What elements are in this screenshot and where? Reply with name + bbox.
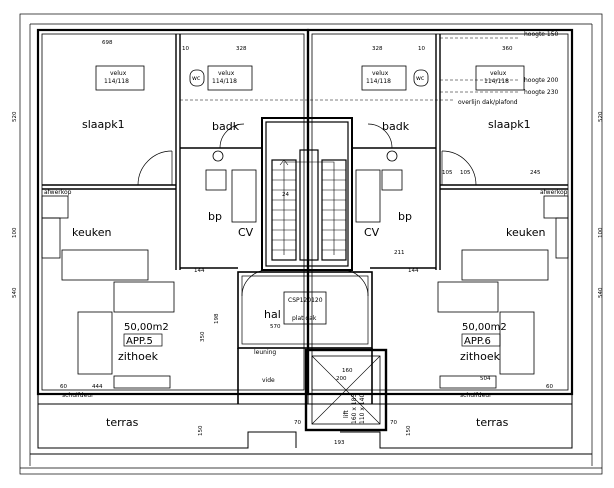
dim-right-2: 100 [598, 227, 604, 238]
room-label-zithoek-app5: zithoek [118, 350, 159, 363]
dim-144-right: 144 [408, 268, 419, 274]
room-label-cv-app5: CV [238, 226, 254, 239]
dim-245: 245 [530, 170, 541, 176]
terrace-walls [30, 393, 592, 455]
dim-left-1: 520 [12, 111, 18, 122]
velux-label-3: velux [372, 70, 389, 77]
afwerkop-label-app6: afwerkop [540, 189, 568, 196]
room-label-keuken-app6: keuken [506, 226, 545, 239]
room-label-slaapk-app6: slaapk1 [488, 118, 531, 131]
schuifdeur-label-app5: schuifdeur [62, 392, 94, 399]
height-label-2: hoogte 200 [524, 77, 559, 84]
lift-shaft [304, 348, 388, 432]
velux-label-4: velux [490, 70, 507, 77]
stair-treads [272, 159, 346, 255]
fixtures [41, 69, 569, 389]
dim-top-l3: 328 [236, 46, 247, 52]
hall-label: hal [264, 308, 281, 321]
dim-570: 570 [270, 324, 281, 330]
dim-top-l2: 10 [182, 46, 189, 52]
room-label-badk-app5: badk [212, 120, 240, 133]
dim-70-a: 70 [294, 420, 301, 426]
lift-size-label: 160 x 185 [351, 394, 358, 424]
schuifdeur-label-app6: schuifdeur [460, 392, 492, 399]
dim-right-1: 520 [598, 111, 604, 122]
afwerkop-label-app5: afwerkop [44, 189, 72, 196]
app-label-app6: APP.6 [464, 336, 491, 347]
dim-200: 200 [336, 376, 347, 382]
app-tag-box-app6 [461, 333, 501, 347]
dim-193: 193 [334, 440, 345, 446]
height-label-1: hoogte 150 [524, 31, 559, 38]
room-label-terras-app5: terras [106, 416, 139, 429]
door-swings [137, 123, 477, 297]
dim-60-right: 60 [546, 384, 553, 390]
area-label-app6: 50,00m2 [462, 322, 507, 333]
dim-24: 24 [282, 192, 289, 198]
dim-150-left: 150 [198, 425, 204, 436]
dim-144-left: 144 [194, 268, 205, 274]
dim-top-r2: 10 [418, 46, 425, 52]
dim-198: 198 [214, 313, 220, 324]
dim-160: 160 [342, 368, 353, 374]
dim-350: 350 [200, 331, 206, 342]
room-label-slaapk-app5: slaapk1 [82, 118, 125, 131]
room-label-bp-app5: bp [208, 210, 222, 223]
room-label-cv-app6: CV [364, 226, 380, 239]
room-label-keuken-app5: keuken [72, 226, 111, 239]
dim-bottom-r: 504 [480, 376, 491, 382]
dim-top-r3: 360 [502, 46, 513, 52]
room-label-zithoek-app6: zithoek [460, 350, 501, 363]
hall-walls [237, 271, 373, 404]
velux-size-2: 114/118 [212, 78, 237, 85]
dimension-frames [19, 13, 603, 475]
velux-label-1: velux [110, 70, 127, 77]
app-tag-box-app5 [123, 333, 163, 347]
wc-label-app5: wc [192, 75, 200, 82]
velux-windows [95, 65, 525, 91]
room-label-terras-app6: terras [476, 416, 509, 429]
dim-right-3: 540 [598, 287, 604, 298]
dim-105-a: 105 [442, 170, 453, 176]
leuning-label: leuning [254, 349, 276, 356]
room-label-badk-app6: badk [382, 120, 410, 133]
dim-150-right: 150 [406, 425, 412, 436]
velux-size-3: 114/118 [366, 78, 391, 85]
dim-105-b: 105 [460, 170, 471, 176]
velux-size-1: 114/118 [104, 78, 129, 85]
dim-top-r1: 328 [372, 46, 383, 52]
lift-label: lift [343, 410, 350, 418]
height-lines [180, 37, 520, 101]
height-label-3: hoogte 230 [524, 89, 559, 96]
app-label-app5: APP.5 [126, 336, 153, 347]
interior-walls [42, 34, 568, 270]
dim-top-l1: 698 [102, 40, 113, 46]
dim-60-left: 60 [60, 384, 67, 390]
velux-label-2: velux [218, 70, 235, 77]
vide-label: vide [262, 377, 275, 384]
area-label-app5: 50,00m2 [124, 322, 169, 333]
csp-label: CSP120120 [288, 297, 323, 304]
dim-bottom-l: 444 [92, 384, 103, 390]
dim-left-2: 100 [12, 227, 18, 238]
dim-70-b: 70 [390, 420, 397, 426]
room-label-bp-app6: bp [398, 210, 412, 223]
dim-211: 211 [394, 250, 405, 256]
lift-inner-label: 110 x 140 [359, 394, 366, 424]
velux-size-4: 114/118 [484, 78, 509, 85]
plat-dak-label: plat dak [292, 315, 317, 322]
dim-left-3: 540 [12, 287, 18, 298]
wc-label-app6: wc [416, 75, 424, 82]
overlijn-label: overlijn dak/plafond [458, 99, 518, 106]
